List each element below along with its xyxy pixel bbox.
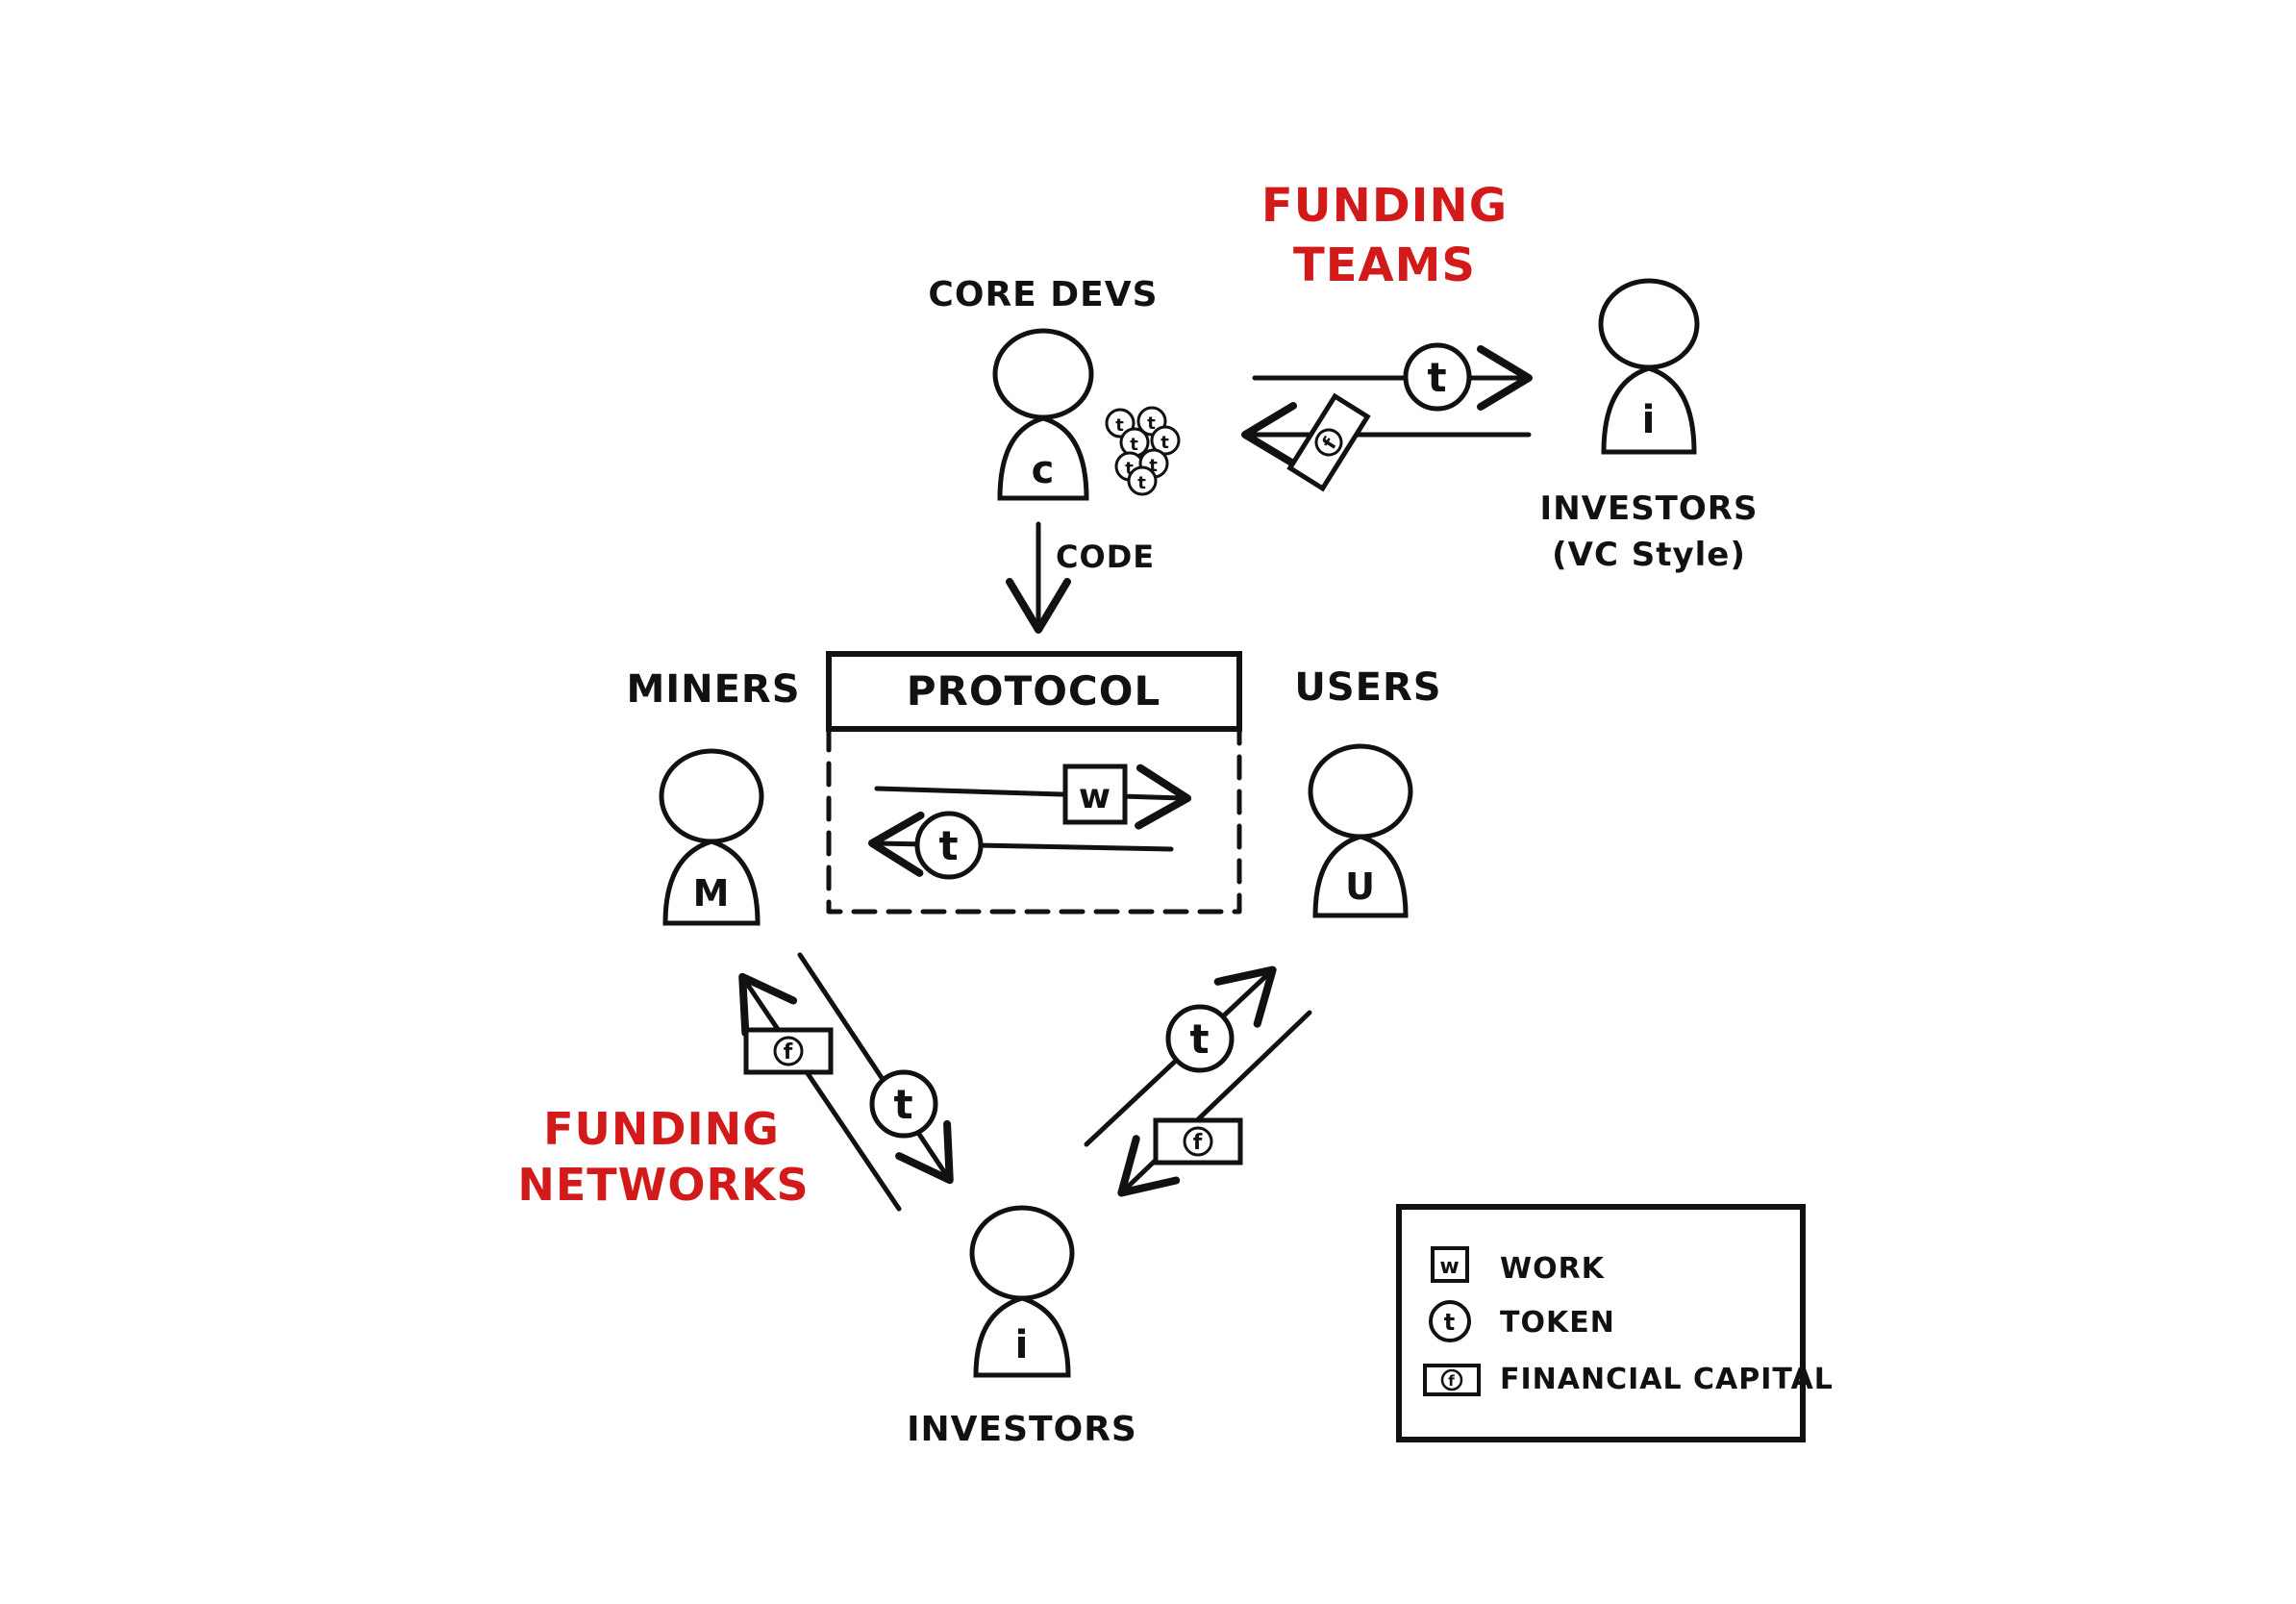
svg-text:t: t [1130, 435, 1139, 455]
vc-investor-head [1598, 278, 1700, 370]
funding-teams-line1: FUNDING [1261, 179, 1508, 233]
svg-text:t: t [1444, 1309, 1456, 1336]
vc-investor-letter: i [1642, 398, 1657, 442]
miner-letter: M [693, 872, 731, 915]
miner-body [662, 839, 761, 926]
svg-text:w: w [1439, 1255, 1460, 1279]
financial-capital-icon: f [1286, 392, 1371, 492]
user-letter: U [1345, 865, 1376, 908]
work-icon [1431, 1246, 1469, 1283]
token-arrow-to-users: t [1084, 965, 1277, 1147]
vc-investor-figure: i [1598, 278, 1700, 455]
token-icon [914, 811, 984, 880]
token-icon [1429, 1300, 1471, 1342]
legend-label-token: TOKEN [1500, 1306, 1615, 1340]
user-body [1312, 834, 1409, 918]
svg-text:w: w [1079, 777, 1111, 816]
code-arrow: CODE [1006, 521, 1155, 634]
funding-teams-title: FUNDING TEAMS [1261, 179, 1508, 292]
svg-text:f: f [1193, 1131, 1204, 1155]
miners-label: MINERS [626, 667, 800, 712]
core-dev-body [997, 415, 1089, 501]
svg-text:t: t [938, 822, 959, 869]
user-figure: U [1308, 743, 1413, 918]
funding-networks-line2: NETWORKS [517, 1159, 809, 1211]
token-icon [1403, 342, 1472, 412]
token-icon [1165, 1004, 1235, 1073]
svg-text:t: t [1115, 415, 1125, 436]
investor-head [969, 1205, 1075, 1301]
core-dev-letter: c [1032, 448, 1056, 492]
capital-arrow-to-miners: f [738, 972, 902, 1212]
svg-text:t: t [1149, 456, 1159, 476]
svg-text:t: t [1427, 354, 1447, 401]
users-label: USERS [1294, 665, 1441, 710]
funding-teams-line2: TEAMS [1293, 238, 1476, 292]
vc-investor-body [1601, 365, 1697, 455]
token-icon [869, 1069, 938, 1139]
financial-capital-icon: f [1153, 1117, 1243, 1165]
capital-arrow-to-investors: f [1117, 1010, 1312, 1197]
legend-label-work: WORK [1500, 1252, 1606, 1286]
svg-text:f: f [784, 1040, 794, 1065]
legend-item-token: t TOKEN [1429, 1300, 1615, 1342]
investor-letter: i [1015, 1323, 1030, 1367]
core-devs-label: CORE DEVS [928, 275, 1158, 314]
user-head [1308, 743, 1413, 840]
legend-label-financial-capital: FINANCIAL CAPITAL [1500, 1363, 1834, 1396]
svg-text:t: t [1160, 433, 1170, 453]
token-arrow-to-vc-investors: t [1252, 342, 1533, 412]
financial-capital-icon: f [743, 1027, 834, 1075]
capital-arrow-to-core-devs: f [1241, 392, 1532, 492]
funding-networks-line1: FUNDING [543, 1103, 780, 1155]
investor-figure: i [969, 1205, 1075, 1378]
protocol-box: PROTOCOL w t [826, 651, 1242, 915]
svg-text:f: f [1448, 1372, 1456, 1390]
vc-investors-label-line2: (VC Style) [1552, 536, 1746, 574]
protocol-header [826, 651, 1242, 732]
svg-text:t: t [1125, 459, 1135, 479]
miner-head [659, 748, 764, 844]
core-dev-head [992, 328, 1094, 420]
svg-text:t: t [1147, 414, 1157, 434]
legend-item-financial-capital: f FINANCIAL CAPITAL [1423, 1363, 1834, 1396]
protocol-dashed-area [826, 726, 1242, 915]
work-arrow: w [874, 764, 1191, 830]
investors-label: INVESTORS [907, 1410, 1137, 1449]
code-label: CODE [1056, 539, 1155, 575]
token-pile: t t t t t t t [1105, 406, 1181, 496]
work-icon [1062, 764, 1128, 825]
token-arrow-to-investors: t [797, 952, 954, 1185]
funding-networks-title: FUNDING NETWORKS [517, 1103, 809, 1211]
core-dev-figure: c [992, 328, 1094, 501]
svg-text:t: t [893, 1081, 913, 1128]
protocol-label: PROTOCOL [907, 667, 1160, 714]
svg-text:t: t [1137, 473, 1147, 493]
miner-figure: M [659, 748, 764, 926]
token-reward-arrow: t [868, 811, 1174, 880]
svg-text:t: t [1189, 1015, 1210, 1063]
investor-body [973, 1295, 1071, 1378]
vc-investors-label-line1: INVESTORS [1540, 489, 1759, 528]
legend-item-work: w WORK [1431, 1246, 1606, 1286]
legend: w WORK t TOKEN f FINANCIAL CAPITAL [1396, 1204, 1834, 1442]
